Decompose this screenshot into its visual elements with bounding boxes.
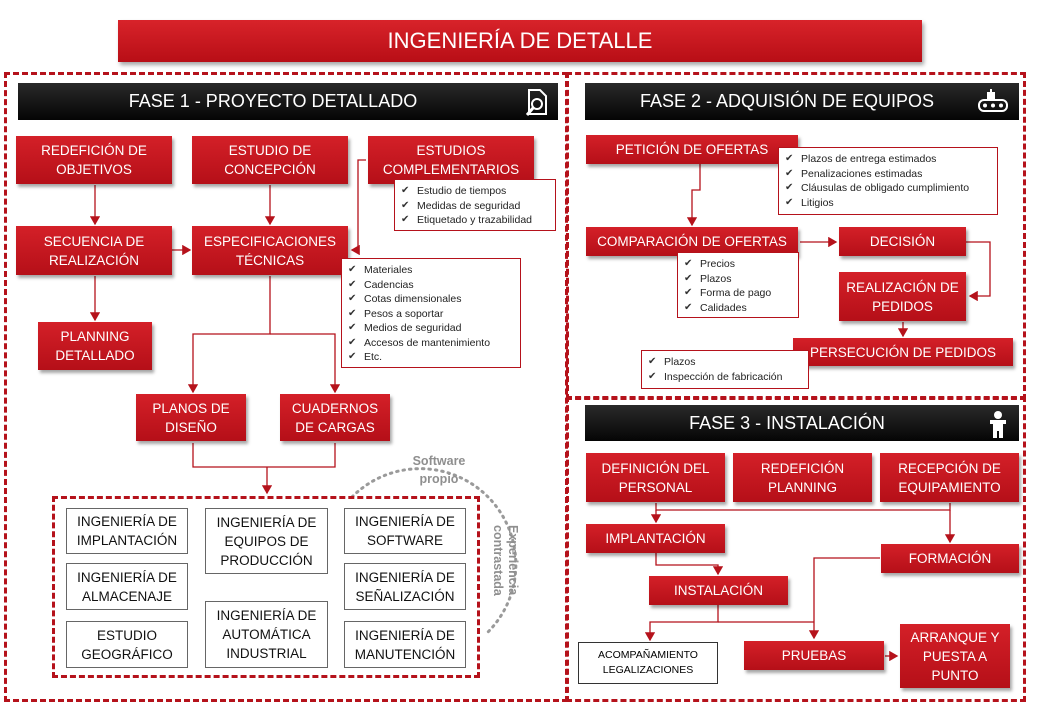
experiencia-contrastada-label: Experiencia contrastada	[491, 524, 520, 596]
phase1-header: FASE 1 - PROYECTO DETALLADO	[18, 83, 558, 120]
list-item: Cláusulas de obligado cumplimiento	[785, 181, 991, 196]
list-item: Forma de pago	[684, 286, 792, 301]
arrow-especificaciones-cuadernos	[270, 333, 341, 394]
arrow-especificaciones-planos	[187, 276, 271, 394]
dotted-arc	[350, 467, 518, 634]
engineering-group	[52, 496, 480, 678]
list-item: Etc.	[348, 350, 514, 365]
ingenieria-almacenaje-box: INGENIERÍA DE ALMACENAJE	[66, 563, 188, 610]
list-item: Materiales	[348, 263, 514, 278]
arrow-complementarios-especificaciones	[350, 159, 366, 256]
list-item: Estudio de tiempos	[401, 184, 549, 199]
arrow-instalacion-acompanamiento	[644, 605, 719, 642]
phase2-header-label: FASE 2 - ADQUISIÓN DE EQUIPOS	[639, 91, 935, 111]
cuadernos-cargas-box: CUADERNOS DE CARGAS	[280, 394, 390, 441]
list-item: Inspección de fabricación	[648, 370, 802, 385]
redefinicion-objetivos-box: REDEFICIÓN DE OBJETIVOS	[16, 136, 172, 184]
ingenieria-equipos-box: INGENIERÍA DE EQUIPOS DE PRODUCCIÓN	[205, 508, 328, 574]
phase3-panel	[566, 396, 1026, 702]
ingenieria-implantacion-box: INGENIERÍA DE IMPLANTACIÓN	[66, 508, 188, 554]
list-item: Medidas de seguridad	[401, 199, 549, 214]
planning-detallado-box: PLANNING DETALLADO	[38, 322, 152, 370]
page-title: INGENIERÍA DE DETALLE	[118, 20, 922, 62]
list-item: Penalizaciones estimadas	[785, 167, 991, 182]
worker-icon	[990, 411, 1006, 438]
especificaciones-list-box: Materiales Cadencias Cotas dimensionales…	[341, 258, 521, 368]
list-item: Medios de seguridad	[348, 321, 514, 336]
ingenieria-automatica-box: INGENIERÍA DE AUTOMÁTICA INDUSTRIAL	[205, 601, 328, 668]
list-item: Cotas dimensionales	[348, 292, 514, 307]
especificaciones-tecnicas-box: ESPECIFICACIONES TÉCNICAS	[192, 226, 348, 275]
ingenieria-senalizacion-box: INGENIERÍA DE SEÑALIZACIÓN	[344, 563, 466, 610]
persecucion-pedidos-box: PERSECUCIÓN DE PEDIDOS	[793, 338, 1013, 366]
recepcion-equipamiento-box: RECEPCIÓN DE EQUIPAMIENTO	[880, 453, 1019, 502]
phase1-header-label: FASE 1 - PROYECTO DETALLADO	[128, 91, 418, 111]
list-item: Plazos	[684, 272, 792, 287]
estudio-concepcion-box: ESTUDIO DE CONCEPCIÓN	[192, 136, 348, 184]
phase3-header-label: FASE 3 - INSTALACIÓN	[689, 412, 885, 433]
list-item: Accesos de mantenimiento	[348, 336, 514, 351]
comparacion-ofertas-box: COMPARACIÓN DE OFERTAS	[586, 227, 798, 256]
list-item: Plazos	[648, 355, 802, 370]
line-planos-cuadernos	[192, 443, 336, 468]
arrow-implantacion-instalacion	[655, 553, 724, 576]
list-item: Calidades	[684, 301, 792, 316]
phase2-header: FASE 2 - ADQUISIÓN DE EQUIPOS	[585, 83, 1019, 120]
comparacion-list-box: Precios Plazos Forma de pago Calidades	[677, 252, 799, 318]
software-propio-label: Software propio	[412, 454, 466, 486]
ingenieria-manutencion-box: INGENIERÍA DE MANUTENCIÓN	[344, 621, 466, 668]
estudios-complementarios-box: ESTUDIOS COMPLEMENTARIOS	[368, 136, 534, 184]
persecucion-list-box: Plazos Inspección de fabricación	[641, 350, 809, 389]
peticion-ofertas-box: PETICIÓN DE OFERTAS	[586, 135, 798, 164]
ingenieria-software-box: INGENIERÍA DE SOFTWARE	[344, 508, 466, 554]
magnifier-document-icon	[525, 89, 547, 116]
list-item: Precios	[684, 257, 792, 272]
list-item: Etiquetado y trazabilidad	[401, 213, 549, 228]
realizacion-pedidos-box: REALIZACIÓN DE PEDIDOS	[839, 272, 966, 321]
arrow-peticion-comparacion	[686, 163, 701, 227]
definicion-personal-box: DEFINICIÓN DEL PERSONAL	[586, 453, 725, 502]
arranque-puesta-punto-box: ARRANQUE Y PUESTA A PUNTO	[900, 624, 1010, 688]
list-item: Cadencias	[348, 278, 514, 293]
arrow-decision-realizacion	[966, 241, 991, 302]
complementarios-list-box: Estudio de tiempos Medidas de seguridad …	[394, 179, 556, 231]
phase3-header: FASE 3 - INSTALACIÓN	[585, 405, 1019, 441]
decision-box: DECISIÓN	[839, 227, 966, 256]
secuencia-realizacion-box: SECUENCIA DE REALIZACIÓN	[16, 226, 172, 275]
planos-diseno-box: PLANOS DE DISEÑO	[136, 394, 246, 441]
conveyor-icon	[978, 89, 1008, 112]
estudio-geografico-box: ESTUDIO GEOGRÁFICO	[66, 621, 188, 668]
instalacion-box: INSTALACIÓN	[649, 576, 788, 605]
line-phase3-top	[655, 503, 951, 511]
list-item: Pesos a soportar	[348, 307, 514, 322]
arrow-formacion-pruebas	[808, 557, 880, 640]
formacion-box: FORMACIÓN	[881, 544, 1019, 573]
acompanamiento-box: ACOMPAÑAMIENTO LEGALIZACIONES	[578, 642, 718, 684]
pruebas-box: PRUEBAS	[744, 641, 884, 670]
redefinicion-planning-box: REDEFICIÓN PLANNING	[733, 453, 872, 502]
list-item: Plazos de entrega estimados	[785, 152, 991, 167]
implantacion-box: IMPLANTACIÓN	[586, 524, 725, 553]
list-item: Litigios	[785, 196, 991, 211]
peticion-list-box: Plazos de entrega estimados Penalizacion…	[778, 147, 998, 215]
